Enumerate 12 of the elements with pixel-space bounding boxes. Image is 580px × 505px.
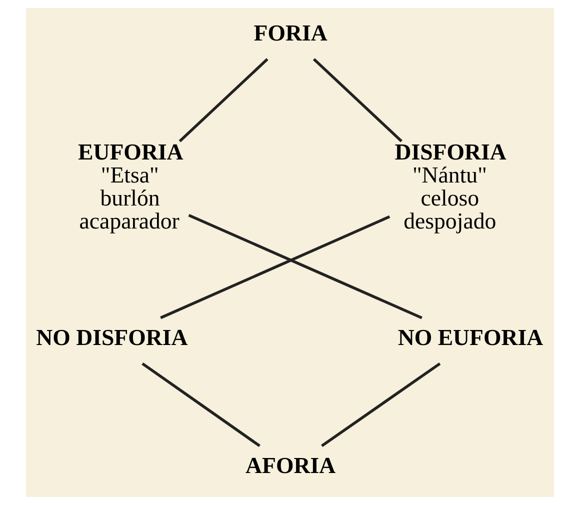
connector bbox=[188, 214, 422, 320]
node-text: AFORIA bbox=[246, 453, 336, 478]
connector bbox=[321, 362, 441, 448]
node-text: DISFORIA "Nántu" celoso despojado bbox=[394, 140, 506, 234]
connector bbox=[312, 58, 402, 142]
node-text: FORIA bbox=[254, 20, 328, 46]
connector bbox=[142, 362, 260, 448]
connector bbox=[160, 215, 390, 320]
node-text: NO DISFORIA bbox=[36, 325, 188, 350]
node-text: NO EUFORIA bbox=[398, 325, 544, 350]
connector bbox=[178, 58, 268, 142]
node-text: EUFORIA "Etsa" burlón acaparador bbox=[78, 140, 184, 234]
